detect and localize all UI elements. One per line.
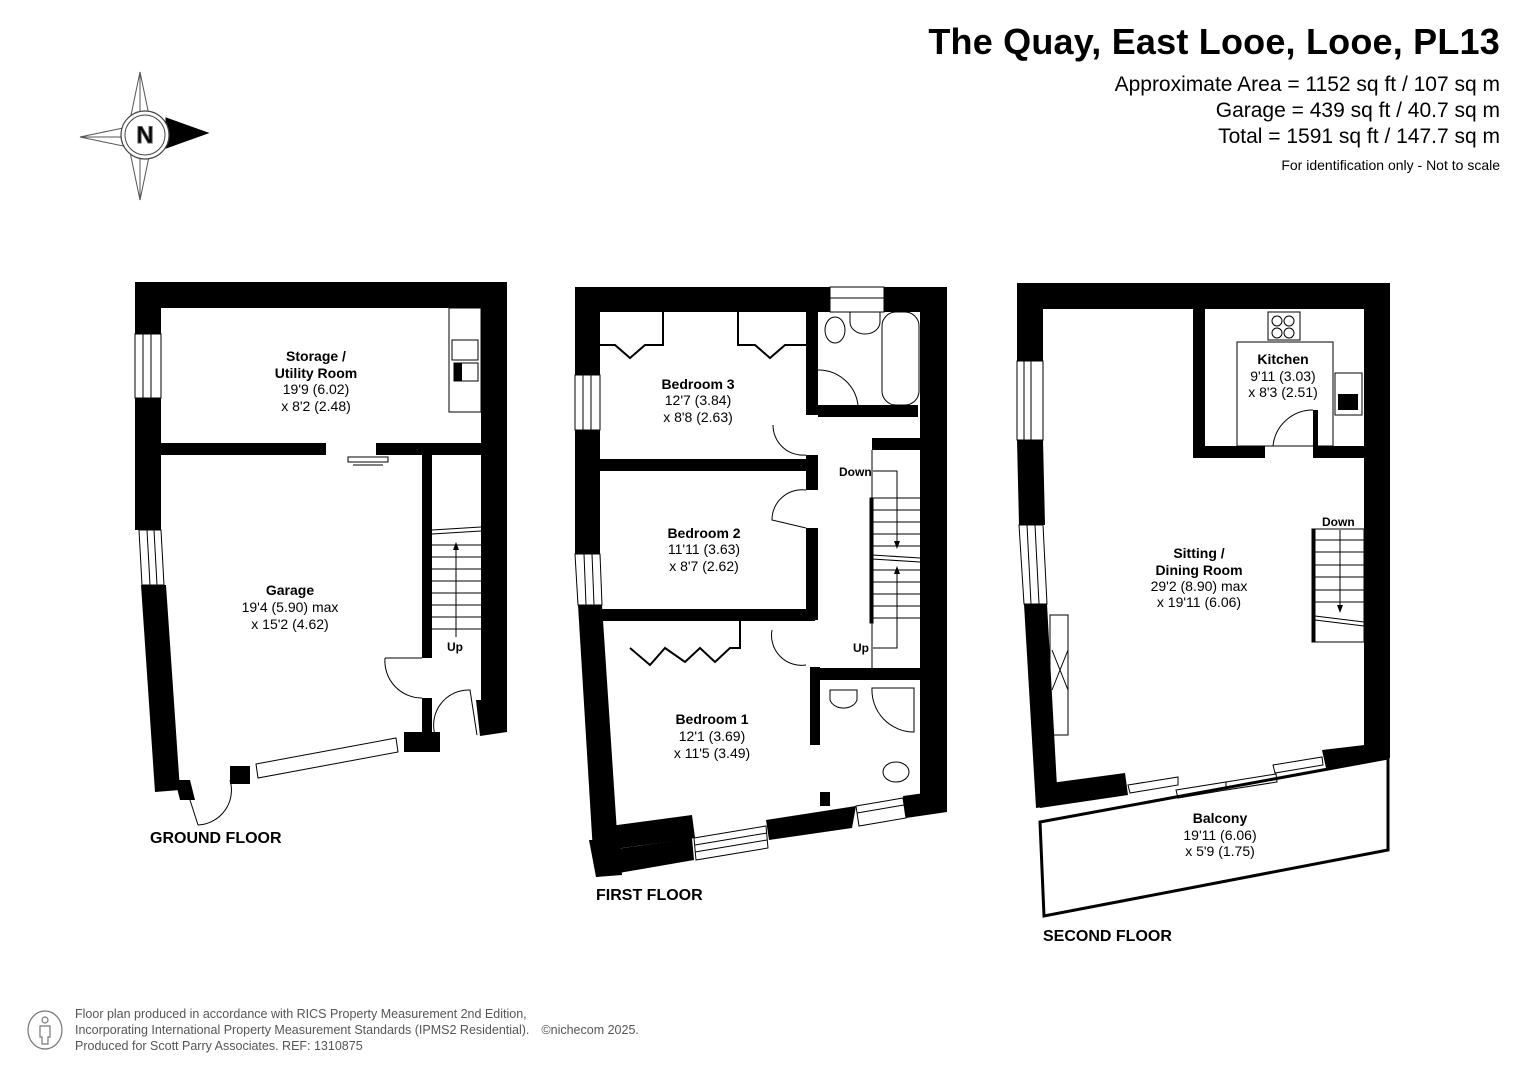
room-name: Sitting /: [1173, 545, 1224, 561]
floor-label-ground: GROUND FLOOR: [150, 830, 282, 847]
room-dimension: x 8'8 (2.63): [663, 409, 733, 425]
compass-letter: N: [136, 122, 153, 149]
room-name: Garage: [266, 582, 314, 598]
room-dimension: 12'7 (3.84): [665, 392, 732, 408]
stairs-down-label: Down: [1322, 515, 1355, 529]
room-name: Bedroom 1: [675, 711, 748, 727]
room-dimension: x 8'3 (2.51): [1248, 384, 1318, 400]
room-dimension: x 8'7 (2.62): [669, 558, 739, 574]
total-area: Total = 1591 sq ft / 147.7 sq m: [1218, 125, 1500, 148]
room-dimension: 29'2 (8.90) max: [1151, 578, 1248, 594]
footer-notes: Floor plan produced in accordance with R…: [75, 1006, 639, 1054]
footer-line-2: Incorporating International Property Mea…: [75, 1023, 530, 1037]
room-name: Storage /: [286, 348, 346, 364]
room-dimension: 9'11 (3.03): [1250, 368, 1315, 384]
ground-floor-plan: Storage / Utility Room 19'9 (6.02) x 8'2…: [134, 282, 507, 847]
first-floor-plan: Bedroom 3 12'7 (3.84) x 8'8 (2.63) Bedro…: [574, 286, 947, 904]
footer-line-1: Floor plan produced in accordance with R…: [75, 1007, 527, 1021]
room-dimension: x 5'9 (1.75): [1185, 843, 1255, 859]
room-dimension: x 15'2 (4.62): [251, 616, 328, 632]
stairs-up-label: Up: [447, 640, 463, 654]
room-dimension: 19'11 (6.06): [1183, 827, 1256, 843]
person-icon: [27, 1010, 63, 1050]
floor-label-second: SECOND FLOOR: [1043, 928, 1172, 945]
room-dimension: x 19'11 (6.06): [1157, 594, 1241, 610]
room-dimension: 11'11 (3.63): [668, 541, 740, 557]
room-dimension: 12'1 (3.69): [679, 728, 746, 744]
garage-area: Garage = 439 sq ft / 40.7 sq m: [1215, 99, 1500, 122]
compass-rose-icon: N: [79, 71, 210, 201]
stairs-down-label: Down: [839, 465, 872, 479]
copyright: ©nichecom 2025.: [541, 1023, 639, 1037]
room-dimension: x 11'5 (3.49): [674, 745, 750, 761]
room-name: Utility Room: [275, 365, 357, 381]
stairs-up-label: Up: [853, 641, 869, 655]
room-dimension: 19'4 (5.90) max: [242, 599, 339, 615]
room-name: Bedroom 2: [667, 525, 740, 541]
room-name: Bedroom 3: [661, 376, 734, 392]
room-name: Dining Room: [1155, 562, 1242, 578]
footer-line-3: Produced for Scott Parry Associates. REF…: [75, 1039, 363, 1053]
header: The Quay, East Looe, Looe, PL13 Approxim…: [928, 20, 1500, 175]
approximate-area: Approximate Area = 1152 sq ft / 107 sq m: [1114, 73, 1500, 96]
room-dimension: x 8'2 (2.48): [281, 398, 351, 414]
floor-label-first: FIRST FLOOR: [596, 887, 703, 904]
property-title: The Quay, East Looe, Looe, PL13: [928, 21, 1500, 62]
second-floor-plan: Kitchen 9'11 (3.03) x 8'3 (2.51) Sitting…: [1016, 283, 1390, 945]
room-name: Kitchen: [1257, 351, 1308, 367]
room-dimension: 19'9 (6.02): [283, 381, 350, 397]
scale-disclaimer: For identification only - Not to scale: [1281, 157, 1500, 173]
room-name: Balcony: [1193, 810, 1248, 826]
